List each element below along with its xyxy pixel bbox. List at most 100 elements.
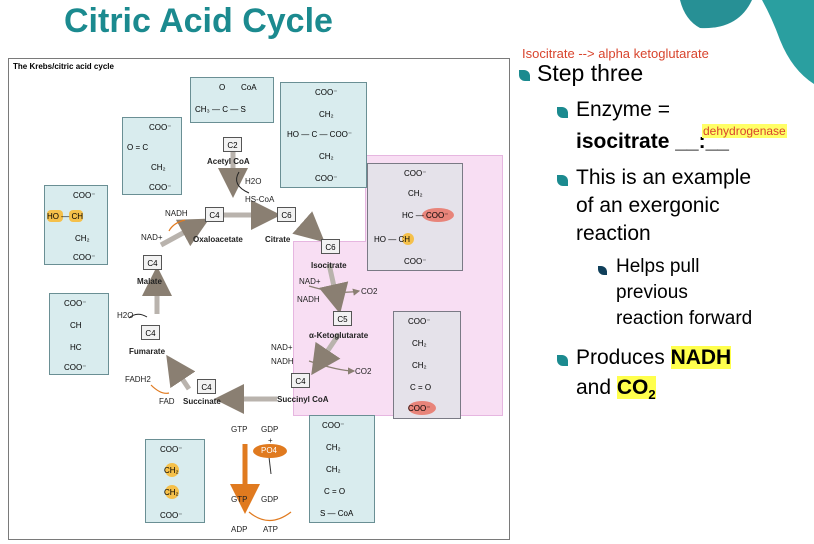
produces-co2-line: and CO2: [576, 376, 656, 402]
svg-text:COO⁻: COO⁻: [64, 363, 86, 372]
label-nadh-top: NADH: [165, 209, 188, 218]
produces-prefix: Produces: [576, 346, 665, 369]
node-succinate: C4: [197, 379, 216, 394]
node-succinyl-coa: C4: [291, 373, 310, 388]
svg-text:COO⁻: COO⁻: [408, 317, 430, 326]
node-oxaloacetate: C4: [205, 207, 224, 222]
svg-text:CH₂: CH₂: [164, 488, 179, 497]
co2-text: CO: [616, 376, 649, 399]
slide-title: Citric Acid Cycle: [64, 2, 333, 40]
svg-text:CH₂: CH₂: [412, 339, 427, 348]
node-acetyl-coa: C2: [223, 137, 242, 152]
node-fumarate: C4: [141, 325, 160, 340]
svg-text:CH: CH: [70, 321, 82, 330]
label-malate: Malate: [137, 277, 162, 286]
corner-decoration: [680, 0, 814, 84]
svg-text:COO⁻: COO⁻: [315, 88, 337, 97]
label-isocitrate: Isocitrate: [311, 261, 347, 270]
malate-structure: COO⁻ HO — CH CH₂ COO⁻: [44, 185, 108, 265]
produces-line: Produces NADH: [576, 346, 732, 370]
svg-text:COO⁻: COO⁻: [160, 511, 182, 520]
po4-ellipse: [253, 444, 287, 458]
svg-text:CH₃ — C — S: CH₃ — C — S: [195, 105, 246, 114]
label-fad: FAD: [159, 397, 175, 406]
succinate-formula: COO⁻ CH₂ CH₂ COO⁻: [160, 445, 182, 520]
label-nadh-akg: NADH: [271, 357, 294, 366]
svg-text:CH₂: CH₂: [408, 189, 423, 198]
svg-text:COO⁻: COO⁻: [315, 174, 337, 183]
bullet-icon-produces: [557, 355, 568, 366]
bullet-icon-enzyme: [557, 107, 568, 118]
svg-text:CH₂: CH₂: [164, 466, 179, 475]
svg-text:HO — CH: HO — CH: [47, 212, 83, 221]
svg-text:CH₂: CH₂: [326, 443, 341, 452]
svg-text:COO⁻: COO⁻: [149, 123, 171, 132]
example-line-1: This is an example: [576, 166, 752, 189]
label-plus: +: [268, 436, 273, 445]
bullet-icon-step: [519, 70, 530, 81]
label-gdp-2: GDP: [261, 495, 279, 504]
label-gtp-2: GTP: [231, 495, 248, 504]
succinate-structure: COO⁻ CH₂ CH₂ COO⁻: [145, 439, 205, 523]
co2-subscript: 2: [648, 387, 656, 403]
svg-text:O = C: O = C: [127, 143, 148, 152]
cycle-arrows: [128, 141, 361, 522]
svg-text:COO⁻: COO⁻: [149, 183, 171, 192]
label-oxaloacetate: Oxaloacetate: [193, 235, 243, 244]
enzyme-fill-annotation: dehydrogenase: [702, 124, 787, 138]
svg-text:COO⁻: COO⁻: [408, 404, 430, 413]
svg-text:CoA: CoA: [241, 83, 257, 92]
label-fumarate: Fumarate: [129, 347, 166, 356]
label-co2-iso: CO2: [361, 287, 378, 296]
example-line-3: reaction: [576, 222, 651, 245]
helps-line-3: reaction forward: [616, 308, 753, 329]
label-atp: ATP: [263, 525, 278, 534]
svg-text:COO⁻: COO⁻: [64, 299, 86, 308]
svg-text:O: O: [219, 83, 225, 92]
example-line-2: of an exergonic: [576, 194, 720, 217]
svg-text:HO — CH: HO — CH: [374, 235, 410, 244]
isocitrate-structure: COO⁻ CH₂ HC — COO⁻ HO — CH COO⁻: [367, 163, 463, 271]
svg-text:COO⁻: COO⁻: [404, 169, 426, 178]
label-po4: PO4: [261, 446, 278, 455]
handwritten-annotation: Isocitrate --> alpha ketoglutarate: [522, 46, 709, 61]
svg-text:HC — COO⁻: HC — COO⁻: [402, 211, 448, 220]
svg-text:COO⁻: COO⁻: [160, 445, 182, 454]
label-alpha-ketoglutarate: α-Ketoglutarate: [309, 331, 369, 340]
figure-title: The Krebs/citric acid cycle: [13, 62, 114, 71]
label-nad-akg: NAD+: [271, 343, 293, 352]
node-malate: C4: [143, 255, 162, 270]
label-nad-iso: NAD+: [299, 277, 321, 286]
enzyme-label: Enzyme =: [576, 98, 670, 121]
svg-text:CH₂: CH₂: [319, 110, 334, 119]
svg-text:CH₂: CH₂: [412, 361, 427, 370]
label-co2-akg: CO2: [355, 367, 372, 376]
label-citrate: Citrate: [265, 235, 291, 244]
label-h2o-top: H2O: [245, 177, 262, 186]
step-heading: Step three: [537, 60, 644, 86]
co2-label: CO2: [616, 376, 656, 403]
svg-text:C = O: C = O: [324, 487, 345, 496]
svg-text:COO⁻: COO⁻: [73, 253, 95, 262]
svg-text:S — CoA: S — CoA: [320, 509, 354, 518]
label-nad-top: NAD+: [141, 233, 163, 242]
svg-text:CH₂: CH₂: [326, 465, 341, 474]
label-gtp: GTP: [231, 425, 248, 434]
svg-text:COO⁻: COO⁻: [404, 257, 426, 266]
svg-text:COO⁻: COO⁻: [73, 191, 95, 200]
label-gdp: GDP: [261, 425, 279, 434]
enzyme-word: isocitrate: [576, 130, 670, 153]
label-hscoa: HS-CoA: [245, 195, 275, 204]
acetyl-coa-structure: O CoA CH₃ — C — S: [190, 77, 274, 123]
produces-nadh: NADH: [670, 346, 732, 369]
label-acetyl-coa: Acetyl CoA: [207, 157, 250, 166]
isocitrate-formula: COO⁻ CH₂ HC — COO⁻ HO — CH COO⁻: [374, 169, 454, 266]
svg-text:CH₂: CH₂: [75, 234, 90, 243]
